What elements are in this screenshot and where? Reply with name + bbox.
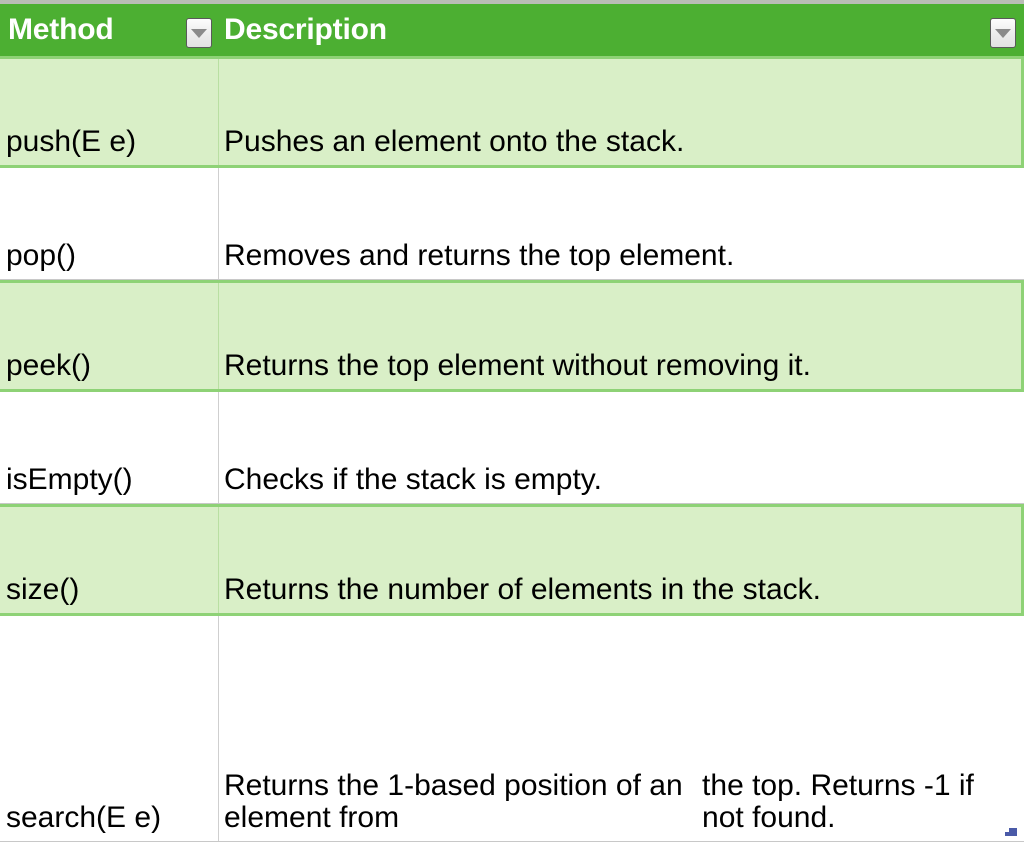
cell-method[interactable]: size() [6,572,80,606]
cell-description-line: the top. Returns -1 if not found. [702,769,974,834]
cell-description[interactable]: Pushes an element onto the stack. [224,124,1007,166]
cell-description[interactable]: Returns the number of elements in the st… [224,572,1007,614]
cell-method[interactable]: isEmpty() [6,462,133,496]
table-row[interactable]: isEmpty() Checks if the stack is empty. [0,392,1024,504]
cell-description-line: Removes and returns the top element. [224,238,735,272]
table-row[interactable]: size() Returns the number of elements in … [0,504,1024,616]
column-divider [218,392,219,503]
table-row[interactable]: search(E e) Returns the 1-based position … [0,616,1024,842]
filter-dropdown-method[interactable] [186,18,212,48]
column-divider [218,616,219,841]
cell-description[interactable]: Removes and returns the top element. [224,238,1010,280]
resize-handle[interactable] [1005,828,1017,836]
cell-method[interactable]: peek() [6,348,92,382]
cell-description[interactable]: Returns the top element without removing… [224,348,1007,390]
table-top-rule [0,0,1024,4]
chevron-down-icon [191,28,207,38]
cell-method[interactable]: pop() [6,238,77,272]
cell-description[interactable]: Returns the 1-based position of an eleme… [224,770,1010,841]
cell-description-line: Returns the number of elements in the st… [224,572,821,606]
cell-description-line: Returns the top element without removing… [224,348,811,382]
cell-description[interactable]: Checks if the stack is empty. [224,462,1010,504]
column-divider [218,283,219,389]
table-header-row: Method Description [0,4,1024,56]
table-row[interactable]: push(E e) Pushes an element onto the stac… [0,56,1024,168]
column-divider [218,59,219,165]
table-row[interactable]: pop() Removes and returns the top element… [0,168,1024,280]
column-divider [218,507,219,613]
column-header-method[interactable]: Method [8,13,114,46]
chevron-down-icon [995,28,1011,38]
table-row[interactable]: peek() Returns the top element without re… [0,280,1024,392]
cell-description-line: Returns the 1-based position of an eleme… [224,769,683,834]
column-divider [218,168,219,279]
cell-description-line: Pushes an element onto the stack. [224,124,685,158]
cell-description-line: Checks if the stack is empty. [224,462,602,496]
filter-dropdown-description[interactable] [990,18,1016,48]
column-header-description[interactable]: Description [224,13,387,46]
cell-method[interactable]: search(E e) [6,800,162,834]
cell-method[interactable]: push(E e) [6,124,137,158]
